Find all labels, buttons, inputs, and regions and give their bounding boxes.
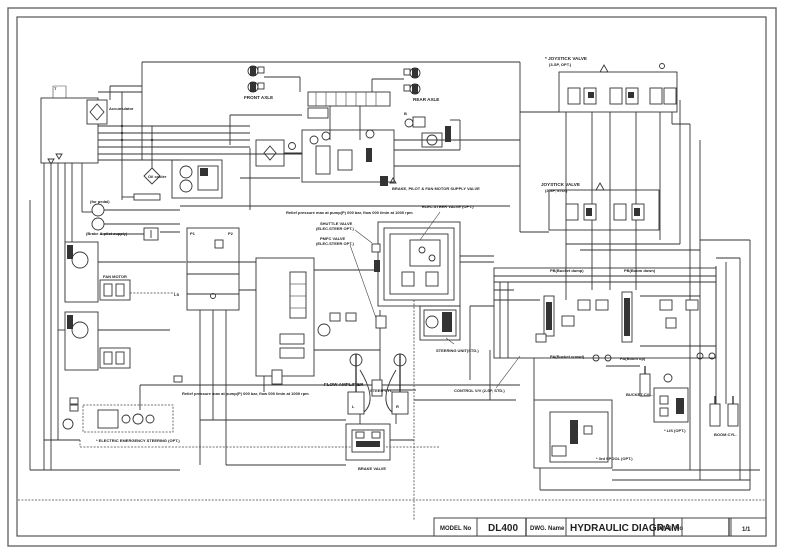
supply-valve-label: BRAKE, PILOT & FAN MOTOR SUPPLY VALVE (392, 186, 480, 191)
elec-steer-valve-label: ELEC.STEER VALVE (OPT.) (422, 204, 474, 209)
steering-unit-label: STEERING UNIT(STD.) (436, 348, 479, 353)
main-trunk-lines (29, 62, 521, 471)
front-axle-label: FRONT AXLE (244, 95, 273, 100)
pa-boom-up-label: PA(Boom up) (620, 356, 646, 361)
pilot-pedal-valves: (for pedal) (Brake & pilot supply) (82, 199, 180, 236)
model-no-value: DL400 (488, 523, 518, 534)
brake-valve-label: BRAKE VALVE (358, 466, 386, 471)
steer-cyl-label: STEER CYL. (370, 388, 394, 393)
sheet-number: 1/1 (742, 527, 751, 533)
port-label: T (54, 86, 57, 91)
dwg-name-value: HYDRAULIC DIAGRAM (570, 523, 679, 534)
pmfc-valve-label: PMFC VALVE (320, 236, 346, 241)
brake-valve: BRAKE VALVE (345, 414, 397, 471)
drawing-frame (7, 7, 777, 547)
rear-axle: REAR AXLE (372, 67, 439, 102)
model-no-label: MODEL No (440, 526, 472, 532)
lis-option: * LIS (OPT.) (653, 373, 689, 433)
steering-priority-block: P1 P2 LS (174, 227, 256, 465)
brake-pilot-label: (Brake & pilot supply) (86, 231, 128, 236)
boom-cylinders: BOOM CYL. (709, 262, 739, 437)
boom-cyl-label: BOOM CYL. (714, 432, 737, 437)
emergency-steering-label: * ELECTRIC EMERGENCY STEERING (OPT.) (96, 438, 180, 443)
gear-pump-top (171, 159, 223, 199)
pmfc-valve-sub: (ELEC.STEER OPT.) (316, 241, 354, 246)
return-filter: Accumulator (86, 99, 134, 125)
hydraulic-tank: T (40, 85, 99, 470)
steering-unit: STEERING UNIT(STD.) (375, 305, 479, 391)
control-valve-feed-lines (414, 255, 516, 401)
brake-pilot-fan-supply-valve: BRAKE, PILOT & FAN MOTOR SUPPLY VALVE (288, 129, 480, 191)
steer-cylinders: STEER CYL. L R (347, 353, 409, 415)
flow-amplifier-label: FLOW AMPLIFIER (324, 382, 364, 387)
control-valve-label: CONTROL V/V (2-SP, STD.) (454, 388, 505, 393)
main-pump-lower (58, 311, 170, 371)
flow-amplifier: FLOW AMPLIFIER (255, 257, 380, 392)
third-spool-option: * 3rd SPOOL (OPT.) (533, 239, 760, 491)
lis-label: * LIS (OPT.) (664, 428, 686, 433)
joystick-valve-2sp-std: JOYSTICK VALVE (2-SP, STD.) (520, 100, 701, 480)
dwg-name-label: DWG. Name (530, 526, 565, 532)
tank-return-lines (98, 61, 520, 200)
oil-cooler: Oil cooler (122, 167, 167, 201)
shuttle-valve-sub: (ELEC.STEER OPT.) (316, 226, 354, 231)
joystick-std-sub: (2-SP, STD.) (545, 188, 568, 193)
port-label: R (396, 404, 399, 409)
pb-boom-down-label: PB(Boom down) (624, 268, 656, 273)
dwg-no-label: DWG. No (657, 526, 683, 532)
front-axle: FRONT AXLE (244, 65, 300, 100)
fan-motor-group: B (394, 111, 461, 151)
port-label: P1 (190, 231, 196, 236)
filter-label: Accumulator (109, 106, 134, 111)
port-label: P2 (228, 231, 234, 236)
main-pump-upper: FAN MOTOR (64, 241, 186, 303)
third-spool-label: * 3rd SPOOL (OPT.) (596, 456, 633, 461)
electric-emergency-steering: * ELECTRIC EMERGENCY STEERING (OPT.) (44, 375, 520, 448)
shuttle-pmfc-labels: SHUTTLE VALVE (ELEC.STEER OPT.) PMFC VAL… (316, 221, 377, 319)
relief-pressure-note-left: Relief pressure max at pump(P) 000 bar, … (182, 391, 309, 396)
port-label: L (352, 404, 355, 409)
title-block: MODEL No DL400 DWG. Name HYDRAULIC DIAGR… (433, 517, 767, 537)
control-valve: PB(Bucket dump) PB(Boom down) PA(Bucket … (454, 267, 717, 393)
shuttle-valve-label: SHUTTLE VALVE (320, 221, 353, 226)
priority-valve (255, 139, 302, 167)
joystick-opt-sub: (3-SP, OPT.) (549, 62, 572, 67)
small-valve-left (100, 227, 159, 241)
pump-label: FAN MOTOR (103, 274, 127, 279)
pa-bucket-crowd-label: PA(Bucket crowd) (550, 354, 585, 359)
pedal-label: (for pedal) (90, 199, 110, 204)
pb-bucket-dump-label: PB(Bucket dump) (550, 268, 584, 273)
bucket-cyl-label: BUCKET CYL. (626, 392, 653, 397)
elec-steer-valve: ELEC.STEER VALVE (OPT.) (371, 204, 474, 307)
brake-manifold (299, 77, 391, 140)
port-label: B (404, 111, 407, 116)
joystick-opt-label: * JOYSTICK VALVE (545, 56, 587, 61)
relief-pressure-note: Relief pressure max at pump(P) 000 bar, … (286, 210, 413, 215)
cooler-label: Oil cooler (148, 174, 167, 179)
rear-axle-label: REAR AXLE (413, 97, 439, 102)
port-label: LS (174, 292, 179, 297)
bucket-cylinder: BUCKET CYL. (606, 365, 653, 397)
joystick-std-label: JOYSTICK VALVE (541, 182, 580, 187)
bottom-return-lines (18, 419, 766, 501)
